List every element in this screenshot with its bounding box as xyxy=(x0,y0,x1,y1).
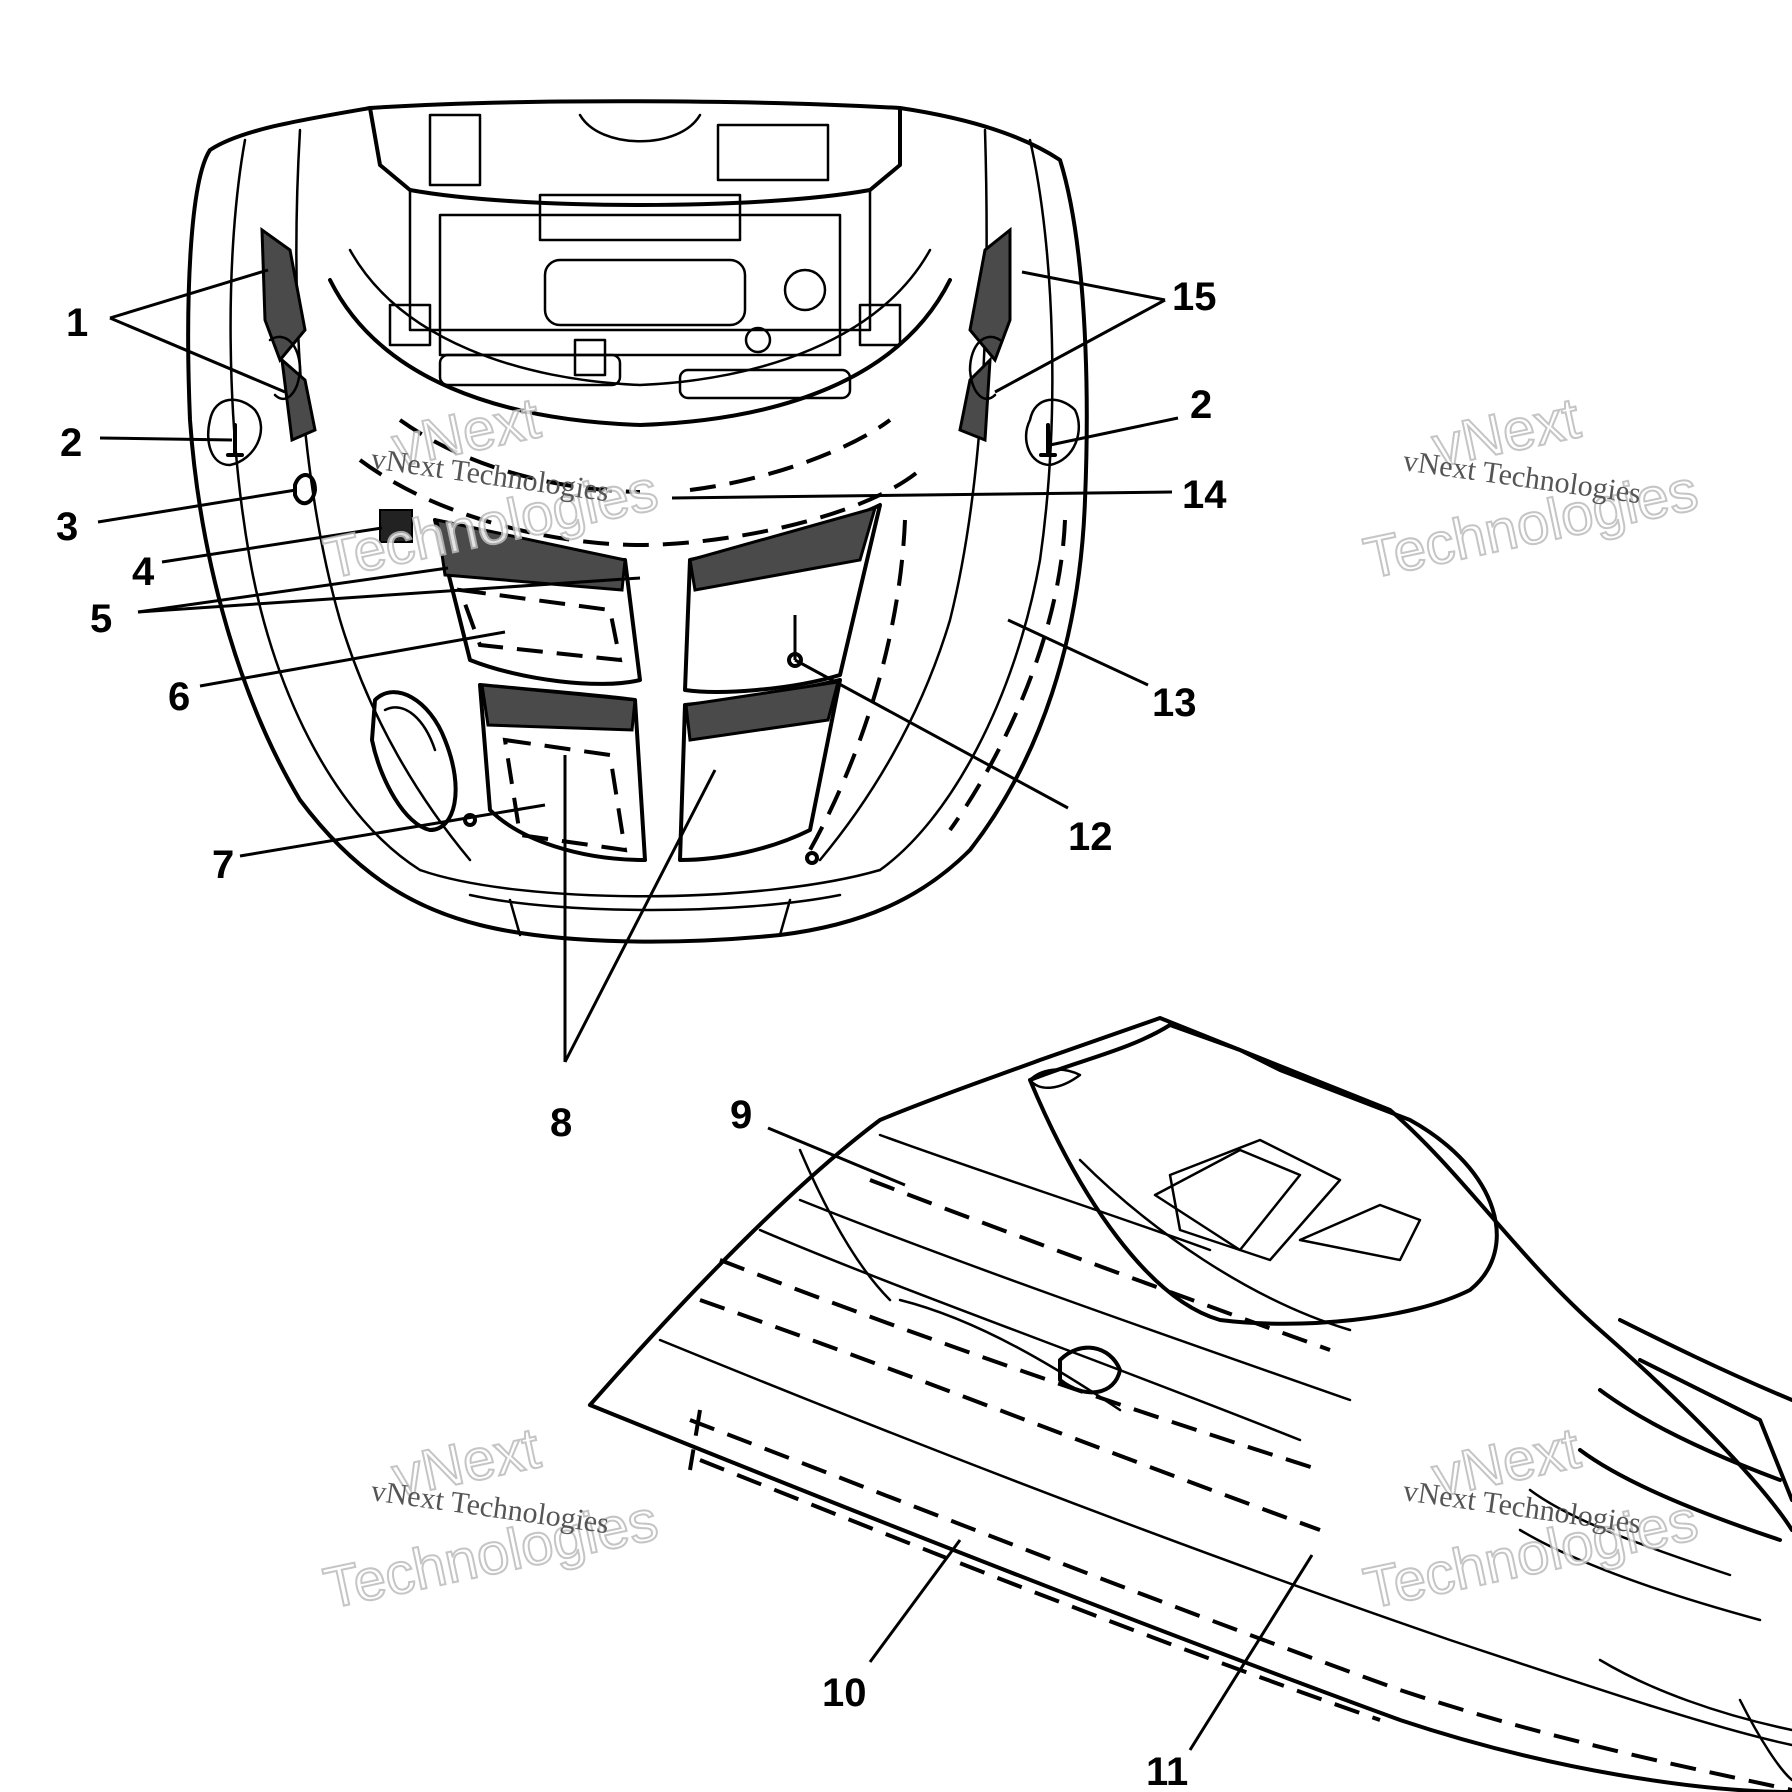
callout-10: 10 xyxy=(822,1671,867,1715)
callout-2-left: 2 xyxy=(60,421,82,465)
leader-lines xyxy=(97,268,1314,1751)
callout-6: 6 xyxy=(168,675,190,719)
callout-7: 7 xyxy=(212,843,234,887)
callout-labels: 1 2 3 4 5 6 7 8 9 10 11 12 13 14 15 2 xyxy=(56,275,1227,1792)
callout-9: 9 xyxy=(730,1093,752,1137)
hood-front-view xyxy=(186,99,1089,944)
callout-14: 14 xyxy=(1182,473,1227,517)
callout-13: 13 xyxy=(1152,681,1197,725)
callout-3: 3 xyxy=(56,505,78,549)
callout-4: 4 xyxy=(132,550,155,594)
callout-11: 11 xyxy=(1146,1750,1188,1792)
callout-8: 8 xyxy=(550,1101,572,1145)
callout-15: 15 xyxy=(1172,275,1217,319)
callout-5: 5 xyxy=(90,597,112,641)
hood-side-view xyxy=(588,1016,1792,1792)
callout-1: 1 xyxy=(66,301,88,345)
callout-2-right: 2 xyxy=(1190,383,1212,427)
callout-12: 12 xyxy=(1068,815,1113,859)
